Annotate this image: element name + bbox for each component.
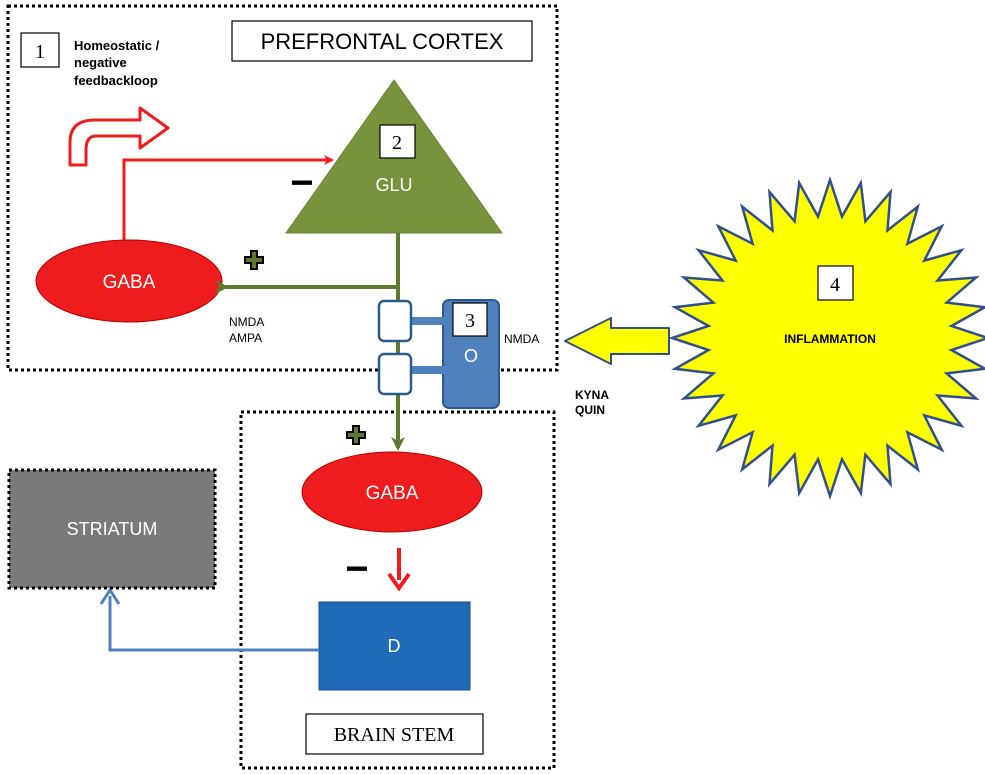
d-to-striatum-arrow	[108, 596, 319, 652]
brain-stem-title: BRAIN STEM	[334, 724, 455, 746]
gaba-to-glu-arrow	[122, 155, 334, 240]
inflammation-label: INFLAMMATION	[784, 332, 876, 346]
nmda-receptor-square	[377, 299, 413, 343]
minus-sign-glu: −	[290, 161, 313, 205]
nmda-label-cortex: NMDA	[229, 315, 264, 329]
prefrontal-title-box	[231, 20, 533, 62]
receptor-connector-top	[410, 317, 446, 325]
feedback-text-line3: feedbackloop	[74, 73, 158, 88]
receptor-o-label: O	[464, 346, 478, 366]
number-box-2	[379, 124, 416, 159]
feedback-text-line1: Homeostatic /	[74, 38, 160, 53]
kyna-label: KYNA	[575, 388, 609, 402]
gaba-brainstem-label: GABA	[366, 483, 419, 504]
gaba-to-d-arrowhead	[387, 572, 411, 592]
dopamine-label: D	[388, 636, 401, 656]
gaba-brainstem-ellipse	[301, 451, 483, 533]
brain-stem-title-box	[305, 713, 484, 755]
inflammation-arrow-icon	[564, 317, 670, 365]
prefrontal-title: PREFRONTAL CORTEX	[261, 29, 504, 54]
number-3: 3	[465, 310, 475, 332]
plus-icon-cortex	[244, 250, 264, 270]
number-2: 2	[392, 132, 402, 154]
gaba-cortex-label: GABA	[103, 272, 156, 293]
prefrontal-cortex-region	[6, 4, 559, 372]
nmda-label-receptor: NMDA	[504, 332, 539, 346]
minus-sign-brainstem: −	[345, 547, 368, 591]
glu-label: GLU	[375, 175, 412, 195]
feedback-text-line2: negative	[74, 55, 127, 70]
number-box-4	[817, 265, 854, 301]
receptor-connector-bottom	[410, 366, 446, 374]
number-box-1	[20, 32, 60, 68]
inflammation-starburst	[667, 175, 985, 501]
number-4: 4	[830, 274, 840, 296]
quin-label: QUIN	[575, 403, 605, 417]
ampa-receptor-square	[377, 352, 413, 396]
plus-icon-brainstem	[346, 425, 366, 445]
feedback-loop-arrow-icon	[68, 106, 170, 167]
number-1: 1	[35, 41, 45, 63]
striatum-label: STRIATUM	[67, 519, 158, 539]
d-to-striatum-arrowhead	[99, 587, 121, 605]
ampa-label-cortex: AMPA	[229, 331, 262, 345]
dopamine-box	[318, 601, 471, 691]
striatum-box	[7, 468, 217, 590]
number-box-3	[452, 302, 488, 337]
